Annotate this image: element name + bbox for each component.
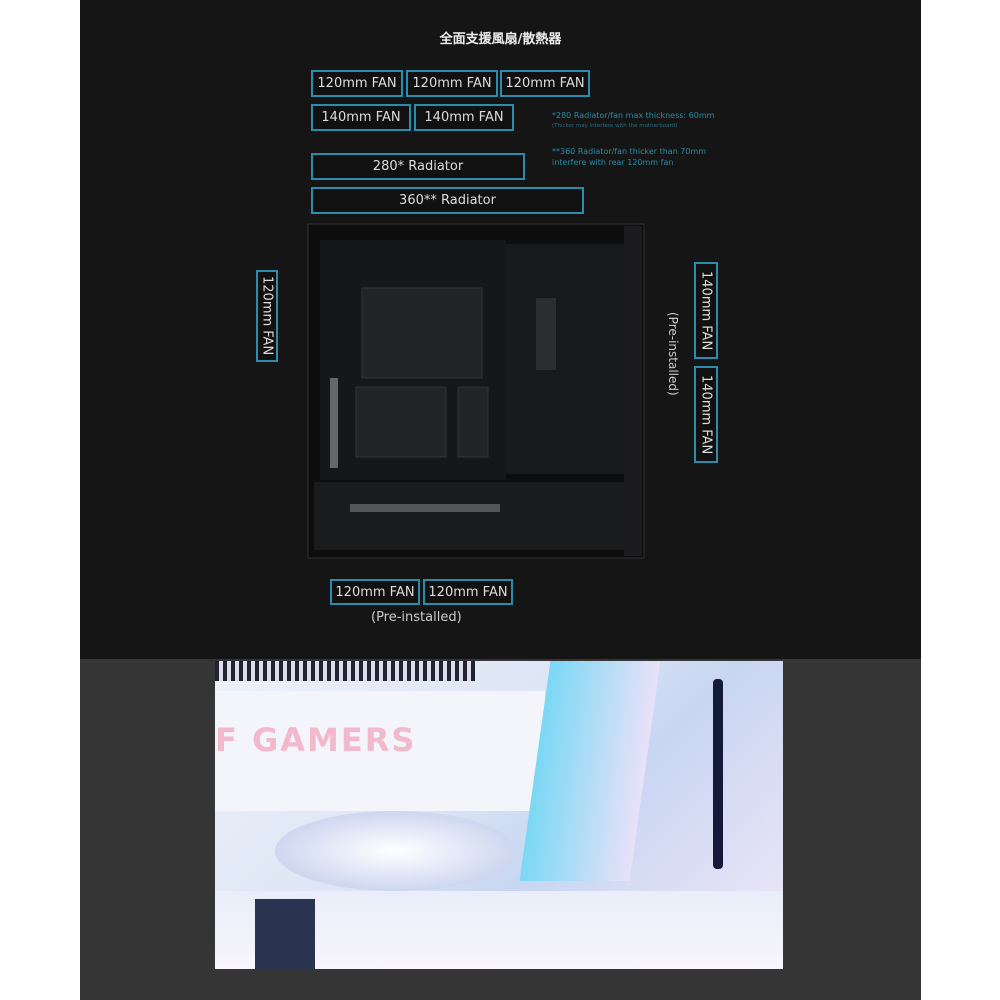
top-140-fan-label: 140mm FAN bbox=[311, 104, 411, 131]
rear-fan-label: 120mm FAN bbox=[256, 270, 278, 362]
pc-case-image bbox=[307, 223, 645, 559]
note-280: *280 Radiator/fan max thickness: 60mm (T… bbox=[552, 110, 752, 132]
fan-support-section: 全面支援風扇/散熱器 120mm FAN 120mm FAN 120mm FAN… bbox=[80, 0, 921, 659]
front-panel bbox=[624, 226, 642, 556]
product-photo-section: F GAMERS bbox=[80, 659, 921, 1000]
front-fan-label: 140mm FAN bbox=[694, 366, 718, 463]
bottom-fan-label: 120mm FAN bbox=[330, 579, 420, 605]
front-preinstalled: (Pre-installed) bbox=[666, 312, 680, 396]
psu-shroud bbox=[314, 482, 624, 550]
gpu-shroud bbox=[215, 691, 545, 811]
top-fan-label: 120mm FAN bbox=[406, 70, 498, 97]
note-360: **360 Radiator/fan thicker than 70mm int… bbox=[552, 147, 707, 167]
bottom-preinstalled: (Pre-installed) bbox=[371, 610, 462, 625]
gpu-logo-text: F GAMERS bbox=[215, 721, 417, 759]
cable bbox=[255, 899, 315, 969]
front-fan-label: 140mm FAN bbox=[694, 262, 718, 359]
top-fan-label: 120mm FAN bbox=[500, 70, 590, 97]
note-280-sub: (Thicker may interfere with the motherbo… bbox=[552, 123, 678, 129]
heatsink-fins bbox=[215, 661, 475, 681]
radiator-280-label: 280* Radiator bbox=[311, 153, 525, 180]
section-title: 全面支援風扇/散熱器 bbox=[439, 32, 562, 47]
note-280-text: *280 Radiator/fan max thickness: 60mm bbox=[552, 111, 715, 120]
case-slot bbox=[713, 679, 723, 869]
gpu-fan bbox=[275, 811, 515, 891]
top-fan-label: 120mm FAN bbox=[311, 70, 403, 97]
top-140-fan-label: 140mm FAN bbox=[414, 104, 514, 131]
radiator-360-label: 360** Radiator bbox=[311, 187, 584, 214]
gpu-photo: F GAMERS bbox=[215, 661, 783, 969]
bottom-fan-label: 120mm FAN bbox=[423, 579, 513, 605]
